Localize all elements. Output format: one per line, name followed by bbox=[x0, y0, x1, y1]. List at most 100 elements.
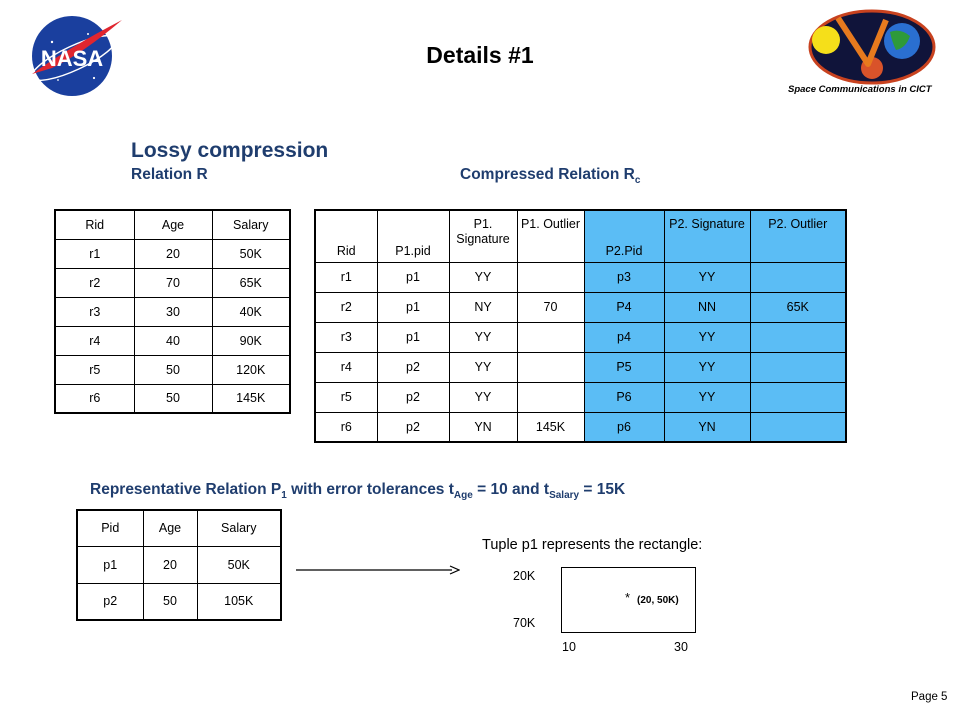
table-cell: YN bbox=[448, 411, 518, 443]
table-row: r1 p1 YY p3 YY bbox=[314, 261, 847, 293]
table-cell: NY bbox=[448, 291, 518, 323]
y-label-bottom: 70K bbox=[513, 616, 536, 630]
slide-title: Details #1 bbox=[426, 42, 534, 68]
table-cell: 50K bbox=[196, 545, 282, 584]
relation-p-table: Pid Age Salary p1 20 50K p2 50 105K bbox=[76, 509, 282, 621]
table-row: r1 20 50K bbox=[54, 238, 291, 269]
table-row: r4 40 90K bbox=[54, 325, 291, 356]
table-row: r2 p1 NY 70 P4 NN 65K bbox=[314, 291, 847, 323]
table-cell: 90K bbox=[211, 325, 291, 356]
table-cell bbox=[749, 351, 847, 383]
table-cell: p3 bbox=[583, 261, 665, 293]
table-cell: 30 bbox=[133, 296, 213, 327]
x-label-right: 30 bbox=[674, 640, 688, 654]
table-cell: r3 bbox=[54, 296, 135, 327]
tuple-rectangle bbox=[561, 567, 696, 633]
header-cell: Salary bbox=[196, 509, 282, 547]
table-cell: r1 bbox=[314, 261, 378, 293]
table-cell: p1 bbox=[76, 545, 144, 584]
point-marker: * bbox=[625, 590, 631, 605]
representative-relation-heading: Representative Relation P1 with error to… bbox=[90, 481, 626, 502]
table-cell: 50 bbox=[133, 354, 213, 385]
table-cell: r5 bbox=[54, 354, 135, 385]
table-cell: r4 bbox=[314, 351, 378, 383]
page-number: Page 5 bbox=[911, 691, 948, 703]
header-cell: Salary bbox=[211, 209, 291, 240]
table-cell: YY bbox=[448, 351, 518, 383]
table-cell: YY bbox=[663, 321, 751, 353]
table-cell bbox=[516, 261, 585, 293]
table-cell: p2 bbox=[376, 411, 450, 443]
relation-r-label: Relation R bbox=[131, 166, 208, 183]
table-row: r5 p2 YY P6 YY bbox=[314, 381, 847, 413]
table-header-row: Rid P1.pid P1. Signature P1. Outlier P2.… bbox=[314, 209, 847, 263]
header-cell: P2. Outlier bbox=[749, 209, 847, 263]
table-cell: 20 bbox=[133, 238, 213, 269]
header-cell: P2.Pid bbox=[583, 209, 665, 263]
table-cell: P6 bbox=[583, 381, 665, 413]
table-cell: p1 bbox=[376, 291, 450, 323]
x-label-left: 10 bbox=[562, 640, 576, 654]
table-cell: YY bbox=[663, 381, 751, 413]
table-row: r5 50 120K bbox=[54, 354, 291, 385]
cict-logo bbox=[808, 9, 936, 85]
table-cell: r1 bbox=[54, 238, 135, 269]
relation-r-table: Rid Age Salary r1 20 50K r2 70 65K r3 30… bbox=[54, 209, 291, 414]
table-cell: 65K bbox=[211, 267, 291, 298]
header-cell: P1. Outlier bbox=[516, 209, 585, 263]
table-cell: p2 bbox=[376, 351, 450, 383]
table-cell: 70 bbox=[516, 291, 585, 323]
table-cell: 145K bbox=[516, 411, 585, 443]
table-cell: 120K bbox=[211, 354, 291, 385]
table-cell: 50 bbox=[142, 582, 198, 621]
section-heading: Lossy compression bbox=[131, 139, 329, 162]
table-cell bbox=[749, 261, 847, 293]
table-row: r6 p2 YN 145K p6 YN bbox=[314, 411, 847, 443]
table-row: p1 20 50K bbox=[76, 545, 282, 584]
header-cell: P1.pid bbox=[376, 209, 450, 263]
tuple-caption: Tuple p1 represents the rectangle: bbox=[482, 537, 703, 553]
compressed-relation-label: Compressed Relation Rc bbox=[460, 166, 641, 187]
table-cell: 145K bbox=[211, 383, 291, 414]
table-cell: r3 bbox=[314, 321, 378, 353]
arrow-right-icon bbox=[296, 565, 460, 575]
table-row: r2 70 65K bbox=[54, 267, 291, 298]
table-cell: r2 bbox=[54, 267, 135, 298]
table-cell: YY bbox=[448, 321, 518, 353]
table-cell: 105K bbox=[196, 582, 282, 621]
table-row: p2 50 105K bbox=[76, 582, 282, 621]
table-cell: YY bbox=[663, 261, 751, 293]
point-label: (20, 50K) bbox=[637, 595, 679, 606]
table-cell: r6 bbox=[54, 383, 135, 414]
table-cell bbox=[516, 381, 585, 413]
header-cell: Rid bbox=[54, 209, 135, 240]
table-row: r3 p1 YY p4 YY bbox=[314, 321, 847, 353]
table-cell: 65K bbox=[749, 291, 847, 323]
nasa-logo: NASA bbox=[31, 16, 122, 96]
header-cell: Age bbox=[142, 509, 198, 547]
table-cell: 50 bbox=[133, 383, 213, 414]
header-cell: Age bbox=[133, 209, 213, 240]
header-cell: Pid bbox=[76, 509, 144, 547]
table-row: r3 30 40K bbox=[54, 296, 291, 327]
table-cell: r4 bbox=[54, 325, 135, 356]
header-cell: P2. Signature bbox=[663, 209, 751, 263]
table-cell: 40K bbox=[211, 296, 291, 327]
compressed-relation-table: Rid P1.pid P1. Signature P1. Outlier P2.… bbox=[314, 209, 847, 443]
table-row: r6 50 145K bbox=[54, 383, 291, 414]
table-cell: p1 bbox=[376, 321, 450, 353]
header-cell: Rid bbox=[314, 209, 378, 263]
table-cell: p6 bbox=[583, 411, 665, 443]
table-cell: p4 bbox=[583, 321, 665, 353]
y-label-top: 20K bbox=[513, 569, 536, 583]
table-cell: 20 bbox=[142, 545, 198, 584]
table-cell: p2 bbox=[76, 582, 144, 621]
table-cell: p2 bbox=[376, 381, 450, 413]
table-cell: P5 bbox=[583, 351, 665, 383]
table-cell bbox=[749, 411, 847, 443]
table-cell: 50K bbox=[211, 238, 291, 269]
svg-text:NASA: NASA bbox=[41, 46, 103, 71]
table-cell bbox=[749, 321, 847, 353]
table-cell: r6 bbox=[314, 411, 378, 443]
table-cell: r2 bbox=[314, 291, 378, 323]
